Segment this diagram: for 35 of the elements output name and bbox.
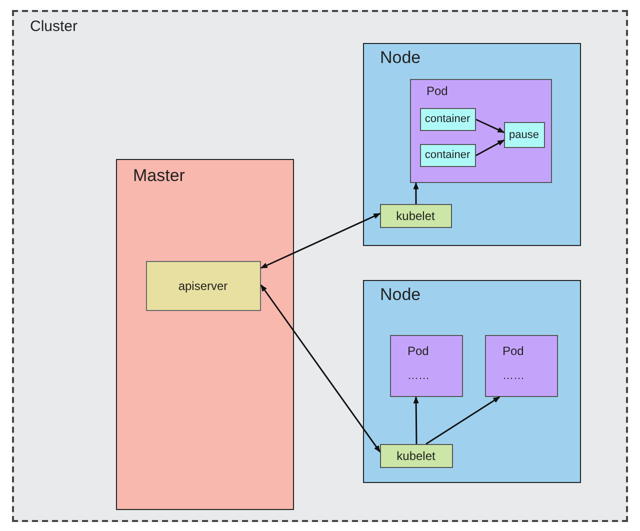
pod-box [410,78,552,182]
component-label: container [424,149,470,161]
group-label: Master [133,166,185,186]
ellipsis-text: …… [408,370,430,382]
arrow [476,140,505,156]
cluster-region [12,10,628,522]
master-box [116,159,294,510]
component-label: kubelet [396,208,435,222]
arrow [260,212,381,269]
group-label: Pod [408,344,429,358]
component-label: kubelet [396,448,436,462]
ellipsis-text: …… [502,370,524,382]
group-label: Pod [426,84,448,98]
node-box [363,43,581,246]
arrow [413,396,419,444]
arrow [426,396,500,445]
component-label: container [424,113,470,125]
container-box [420,108,476,130]
arrow [476,118,505,134]
group-label: Node [380,285,421,305]
component-box [380,204,452,228]
component-label: pause [509,128,539,140]
component-box [380,444,452,468]
group-label: Node [380,48,421,68]
container-box [504,122,544,148]
arrow [413,182,419,204]
node-box [363,280,581,483]
arrow [260,284,381,452]
group-label: Pod [502,344,524,358]
pod-box [390,334,462,396]
component-label: apiserver [178,278,228,292]
group-label: Cluster [30,18,78,35]
component-box [146,260,260,310]
pod-box [484,334,558,396]
container-box [420,144,476,166]
